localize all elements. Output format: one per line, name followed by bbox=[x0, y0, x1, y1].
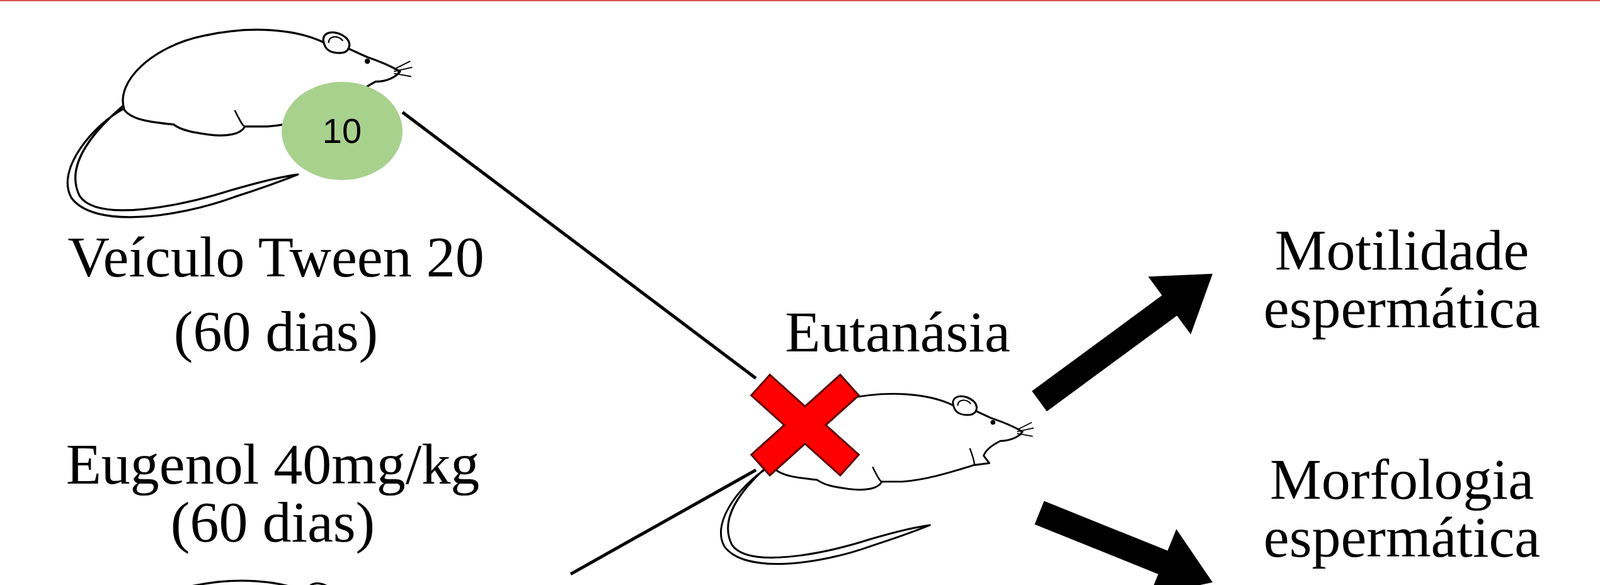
group-node: Eugenol 40mg/kg (60 dias) bbox=[18, 428, 571, 585]
top-rule bbox=[0, 0, 1600, 2]
outcome-label: Morfologia espermática bbox=[1217, 450, 1587, 567]
group-label: Veículo Tween 20 (60 dias) bbox=[29, 219, 523, 369]
step-label: Eutanásia bbox=[784, 302, 1011, 361]
group-node: Veículo Tween 20 (60 dias) 10 bbox=[25, 12, 527, 374]
circle-fill bbox=[281, 81, 403, 181]
red-cross-mark bbox=[751, 374, 860, 476]
group-node: Morfologia espermática bbox=[1212, 434, 1592, 585]
block-arrow bbox=[1031, 274, 1213, 412]
group-node: Eutanásia bbox=[755, 296, 1040, 585]
rat-illustration bbox=[720, 393, 1034, 564]
count-circle: 10 bbox=[281, 81, 403, 181]
block-arrow bbox=[1034, 501, 1213, 585]
rat-illustration bbox=[52, 580, 397, 585]
group-label: Eugenol 40mg/kg (60 dias) bbox=[23, 435, 523, 552]
count-label: 10 bbox=[322, 113, 362, 149]
group-node: Motilidade espermática bbox=[1212, 214, 1592, 343]
outcome-label: Motilidade espermática bbox=[1217, 221, 1587, 338]
rat-illustration bbox=[67, 29, 412, 218]
